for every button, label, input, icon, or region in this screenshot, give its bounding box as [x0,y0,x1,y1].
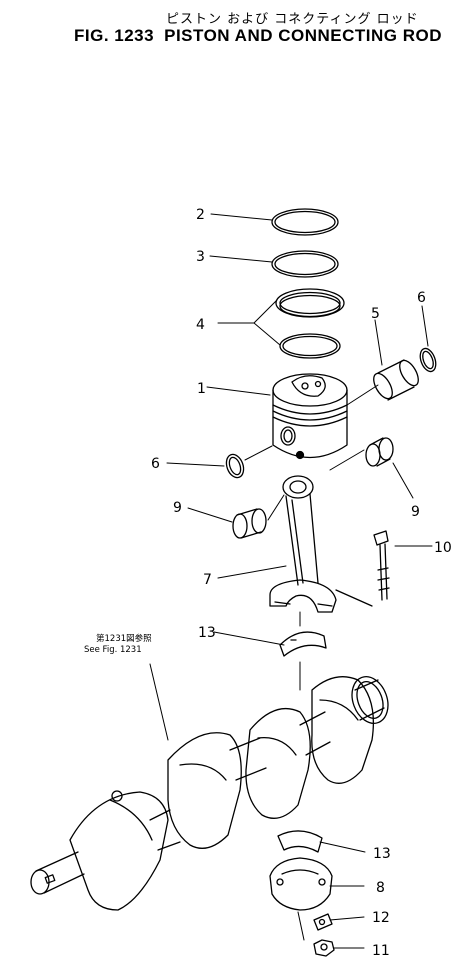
callout-9-left: 9 [173,500,182,516]
crankshaft [30,676,389,911]
snap-ring-right [419,347,437,373]
oil-ring-lower [279,333,341,359]
connecting-rod-bolt [335,530,390,607]
piston-ring-3 [271,250,339,278]
callout-10: 10 [434,540,452,556]
leader-lines [149,213,433,949]
connecting-rod [269,475,337,613]
figure-title: FIG. 1233 PISTON AND CONNECTING ROD [74,26,452,46]
connecting-rod-cap [269,857,333,911]
callout-8: 8 [376,880,385,896]
callout-6-left: 6 [151,456,160,472]
callout-4: 4 [196,317,205,333]
callout-12: 12 [372,910,390,926]
japanese-title: ピストン および コネクティング ロッド [166,12,419,27]
callout-1: 1 [197,381,206,397]
bushing-left [232,508,267,539]
callout-13-lower: 13 [373,846,391,862]
bearing-shell-lower [277,830,323,853]
cap-nut [313,939,335,957]
callout-5: 5 [371,306,380,322]
crankshaft-reference-english: See Fig. 1231 [84,645,142,655]
lock-washer [313,913,333,931]
piston-pin [373,359,419,401]
figure-number: FIG. 1233 [74,26,155,45]
piston-ring-2 [271,208,339,236]
figure-caption: PISTON AND CONNECTING ROD [164,26,443,45]
callout-7: 7 [203,572,212,588]
callout-6-right: 6 [417,290,426,306]
bearing-shell-upper [279,631,327,657]
piston [272,373,348,460]
oil-ring-upper [275,288,345,318]
callout-13-upper: 13 [198,625,216,641]
bushing-right [365,437,394,467]
snap-ring-left [225,453,245,479]
callout-2: 2 [196,207,205,223]
callout-11: 11 [372,943,390,959]
callout-9-right: 9 [411,504,420,520]
callout-3: 3 [196,249,205,265]
crankshaft-reference-japanese: 第1231図参照 [96,633,152,644]
